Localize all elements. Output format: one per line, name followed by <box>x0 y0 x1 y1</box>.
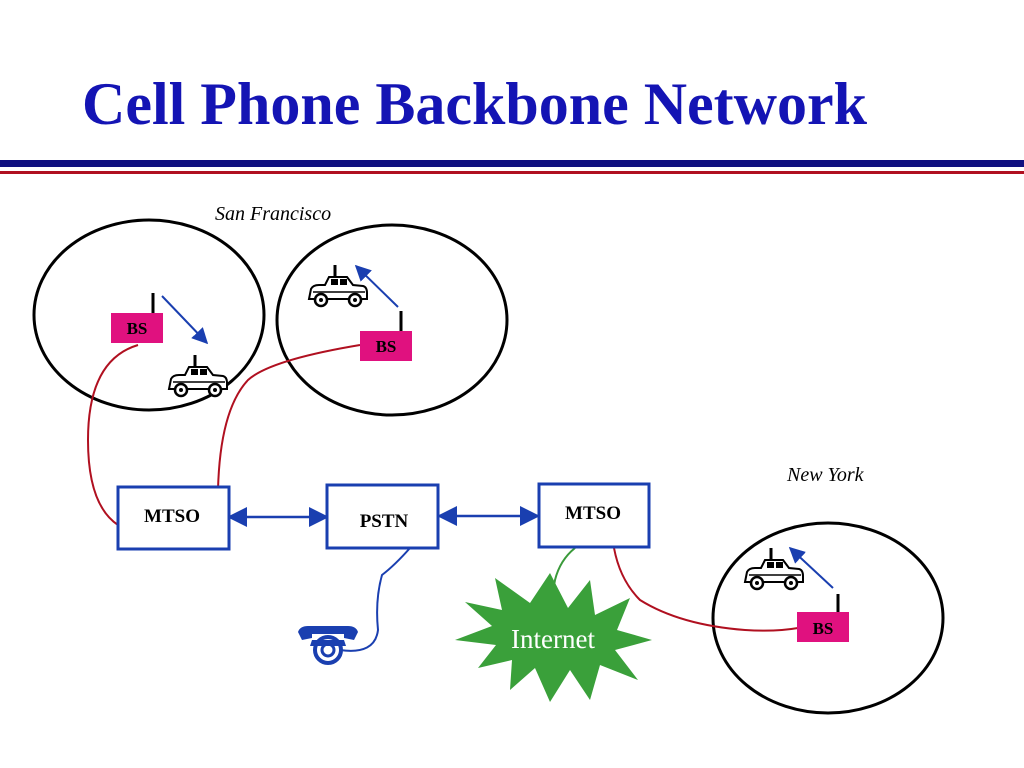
mtso-west-label: MTSO <box>144 506 200 527</box>
region-label-san-francisco: San Francisco <box>215 203 331 225</box>
cell-area-west-2 <box>275 223 509 417</box>
wire-bs2-to-mtso <box>217 344 361 491</box>
title-divider-red <box>0 171 1024 174</box>
car-icon <box>743 546 805 591</box>
pstn-node: PSTN <box>325 483 440 550</box>
bs-label: BS <box>813 619 834 638</box>
starburst-icon <box>455 573 652 702</box>
mtso-east-node: MTSO <box>537 482 651 549</box>
wire-bs1-to-mtso <box>86 344 139 526</box>
mtso-east-label: MTSO <box>565 503 621 524</box>
radio-arrow-west-2 <box>354 264 399 308</box>
bs-label: BS <box>376 337 397 356</box>
base-station-east: BS <box>797 594 849 642</box>
base-station-west-2: BS <box>360 311 412 361</box>
cell-area-east <box>711 521 945 715</box>
car-icon <box>167 353 229 398</box>
wire-pstn-to-phone <box>339 547 411 652</box>
region-label-new-york: New York <box>786 464 865 486</box>
car-icon <box>307 263 369 308</box>
bs-box <box>360 331 412 361</box>
bs-box <box>111 313 163 343</box>
internet-label: Internet <box>511 624 595 654</box>
radio-arrow-east <box>788 546 834 589</box>
internet-cloud: Internet <box>455 573 652 702</box>
telephone-icon <box>298 626 358 665</box>
cell-area-west-1 <box>32 218 266 412</box>
radio-arrow-west-1 <box>161 295 209 345</box>
base-station-west-1: BS <box>111 293 163 343</box>
title-divider-blue <box>0 160 1024 167</box>
bs-box <box>797 612 849 642</box>
bs-label: BS <box>127 319 148 338</box>
pstn-label: PSTN <box>360 511 409 532</box>
mtso-west-node: MTSO <box>116 485 231 551</box>
wire-mtso-to-bs-east <box>613 547 799 632</box>
page-title: Cell Phone Backbone Network <box>82 71 867 137</box>
